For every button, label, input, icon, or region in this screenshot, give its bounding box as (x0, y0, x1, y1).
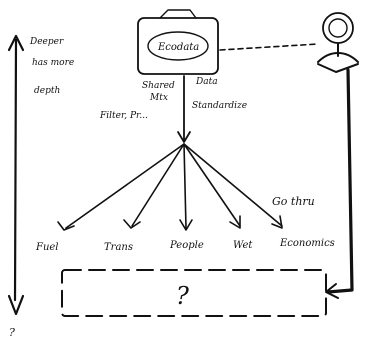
leaf-label: Wet (233, 240, 253, 251)
ecodata-label: Ecodata (157, 42, 199, 53)
shared-label: Shared (142, 81, 175, 91)
down-arrow (177, 75, 191, 143)
unknown-box (61, 269, 327, 317)
dashed-link (219, 43, 319, 51)
leaf-label: People (169, 240, 204, 251)
leaf-label: Economics (279, 238, 335, 249)
side-note: Deeper (29, 37, 64, 47)
leaf-label: Trans (104, 242, 133, 253)
side-note: depth (34, 86, 60, 96)
side-note: has more (32, 58, 74, 68)
processing-note: Standardize (192, 101, 247, 111)
branch-arrows (57, 143, 283, 231)
leaf-label: Fuel (35, 242, 59, 253)
branch-label: Go thru (272, 195, 315, 208)
processing-note: Filter, Pr... (99, 111, 148, 121)
person-figure (317, 12, 359, 73)
processing-note: Mtx (149, 93, 168, 103)
unknown-box-question: ? (176, 282, 189, 310)
depth-axis (7, 34, 25, 316)
feedback-line (326, 68, 354, 294)
data-label: Data (195, 77, 218, 87)
axis-bottom-label: ? (9, 326, 15, 339)
ecodata-box (137, 9, 219, 75)
